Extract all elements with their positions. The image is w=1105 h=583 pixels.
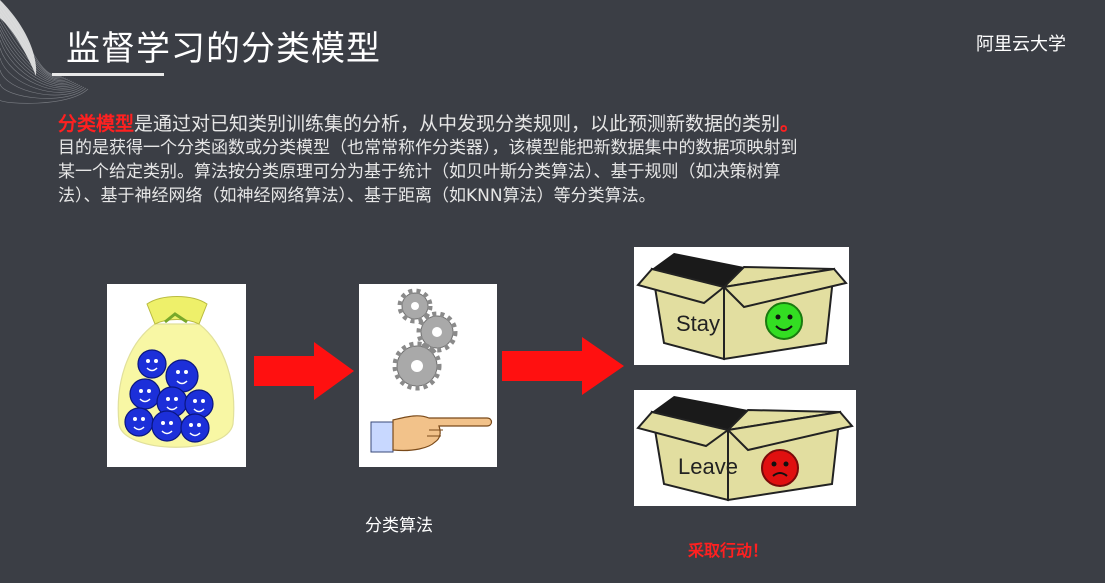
open-box-icon: Leave	[634, 390, 856, 506]
title-underline	[52, 73, 164, 76]
algorithm-panel	[359, 284, 497, 467]
stay-box-panel: Stay	[634, 247, 849, 365]
paragraph-line-1-text: 是通过对已知类别训练集的分析，从中发现分类规则，以此预测新数据的类别	[134, 113, 780, 135]
leave-box-panel: Leave	[634, 390, 856, 506]
leave-box-label: Leave	[678, 454, 738, 479]
data-bag-panel	[107, 284, 246, 467]
brand-label: 阿里云大学	[976, 30, 1066, 56]
grape-bag-icon	[107, 284, 246, 467]
paragraph-line-2: 目的是获得一个分类函数或分类模型（也常常称作分类器），该模型能把新数据集中的数据…	[58, 136, 988, 160]
paragraph-line-3: 某一个给定类别。算法按分类原理可分为基于统计（如贝叶斯分类算法）、基于规则（如决…	[58, 160, 988, 184]
open-box-icon: Stay	[634, 247, 849, 365]
red-arrow-icon	[502, 337, 626, 395]
paragraph-line-1: 分类模型是通过对已知类别训练集的分析，从中发现分类规则，以此预测新数据的类别。	[58, 112, 988, 136]
stay-box-label: Stay	[676, 311, 720, 336]
red-arrow-icon	[254, 342, 356, 400]
slide-title: 监督学习的分类模型	[66, 26, 381, 72]
caption-algorithm: 分类算法	[365, 511, 433, 536]
paragraph-line-1-dot: 。	[780, 113, 799, 135]
pointing-hand-icon	[369, 408, 494, 458]
paragraph-line-4: 法）、基于神经网络（如神经网络算法）、基于距离（如KNN算法）等分类算法。	[58, 184, 988, 208]
caption-action: 采取行动！	[688, 537, 768, 561]
highlight-term: 分类模型	[58, 113, 134, 135]
description-paragraph: 分类模型是通过对已知类别训练集的分析，从中发现分类规则，以此预测新数据的类别。 …	[58, 112, 988, 208]
